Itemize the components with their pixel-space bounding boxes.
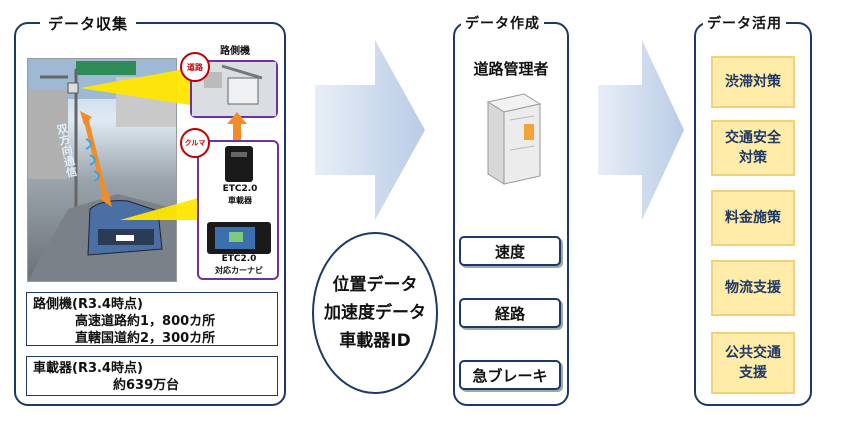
roadside-device-label: 路側機: [220, 46, 250, 57]
data-item-obu-id: 車載器ID: [339, 331, 411, 351]
server-icon: [486, 93, 542, 185]
data-collection-title: データ収集: [40, 13, 137, 34]
data-items-ellipse: 位置データ 加速度データ 車載器ID: [312, 232, 438, 394]
flow-arrow-2: [598, 40, 684, 220]
tag-speed: 速度: [459, 236, 561, 266]
data-creation-panel: [453, 22, 569, 406]
use-toll-policy: 料金施策: [711, 190, 795, 246]
roadside-device-callout: [190, 60, 278, 118]
navi-label-line1: ETC2.0: [221, 254, 257, 264]
use-public-transport: 公共交通 支援: [711, 332, 795, 394]
roadside-stats-line1: 高速道路約1，800カ所: [75, 314, 216, 329]
data-item-acceleration: 加速度データ: [324, 303, 426, 323]
use-congestion: 渋滞対策: [711, 56, 795, 108]
flow-arrow-1: [315, 40, 425, 220]
road-administrator-label: 道路管理者: [473, 60, 549, 78]
up-arrow-icon: [227, 112, 247, 140]
obu-label-line2: 車載器: [228, 196, 252, 205]
data-item-position: 位置データ: [332, 275, 418, 295]
data-creation-title: データ作成: [461, 13, 544, 33]
vehicle-device-callout: [197, 140, 279, 280]
obu-stats-line1: 約639万台: [113, 378, 180, 393]
obu-stats-box: 車載器(R3.4時点) 約639万台: [26, 356, 278, 396]
signal-beams: [80, 68, 198, 220]
roadside-stats-line2: 直轄国道約2，300カ所: [75, 331, 216, 346]
use-logistics: 物流支援: [711, 260, 795, 316]
vehicle-devices-icon: [207, 146, 271, 254]
use-traffic-safety: 交通安全 対策: [711, 120, 795, 176]
roadside-stats-box: 路側機(R3.4時点) 高速道路約1，800カ所 直轄国道約2，300カ所: [26, 292, 278, 346]
obu-stats-heading: 車載器(R3.4時点): [33, 361, 143, 376]
data-utilization-title: データ活用: [703, 13, 786, 33]
roadside-badge: 道路: [180, 52, 210, 82]
tag-hard-braking: 急ブレーキ: [459, 360, 561, 390]
tag-route: 経路: [459, 298, 561, 328]
roadside-stats-heading: 路側機(R3.4時点): [33, 297, 143, 312]
navi-label-line2: 対応カーナビ: [215, 266, 263, 275]
obu-label-line1: ETC2.0: [222, 184, 258, 194]
vehicle-badge: クルマ: [180, 128, 210, 158]
